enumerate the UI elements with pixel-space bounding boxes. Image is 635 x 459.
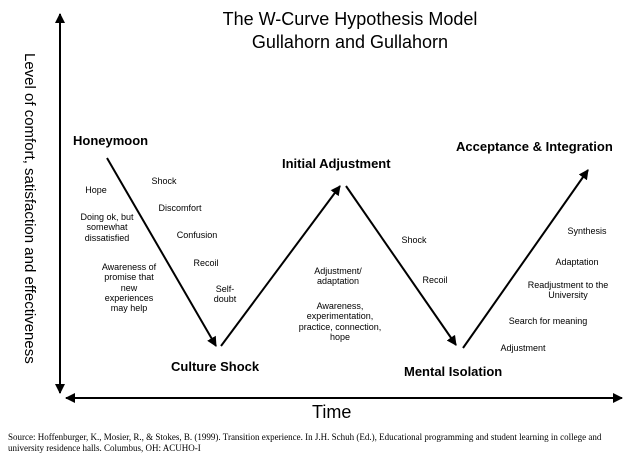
diagram-subtitle: Gullahorn and Gullahorn xyxy=(251,32,449,52)
note-recoil-2: Recoil xyxy=(422,275,448,285)
note-awareness-experimentation: Awareness, experimentation, practice, co… xyxy=(298,301,382,343)
note-recoil-1: Recoil xyxy=(193,258,219,268)
stage-mental-isolation: Mental Isolation xyxy=(404,364,503,379)
curve-mental-isolation-to-acceptance xyxy=(462,169,589,349)
note-synthesis: Synthesis xyxy=(567,226,607,236)
note-hope: Hope xyxy=(85,185,107,195)
stage-acceptance-integration: Acceptance & Integration xyxy=(456,139,613,154)
note-awareness-promise: Awareness of promise that new experience… xyxy=(101,262,157,314)
note-adaptation: Adaptation xyxy=(555,257,599,267)
note-confusion: Confusion xyxy=(176,230,218,240)
note-readjustment: Readjustment to the University xyxy=(527,280,609,301)
diagram-title: The W-Curve Hypothesis Model xyxy=(222,9,478,29)
note-doing-ok: Doing ok, but somewhat dissatisfied xyxy=(80,212,134,243)
note-shock-2: Shock xyxy=(401,235,427,245)
note-shock-1: Shock xyxy=(151,176,177,186)
curve-honeymoon-to-culture-shock xyxy=(106,157,217,347)
x-axis-label: Time xyxy=(312,402,352,422)
stage-initial-adjustment: Initial Adjustment xyxy=(282,156,391,171)
note-search-meaning: Search for meaning xyxy=(508,316,588,326)
source-citation: Source: Hoffenburger, K., Mosier, R., & … xyxy=(8,432,602,453)
y-axis-label: Level of comfort, satisfaction and effec… xyxy=(21,53,38,364)
stage-culture-shock: Culture Shock xyxy=(171,359,260,374)
curve-initial-adjustment-to-mental-isolation xyxy=(345,185,457,346)
note-adjustment-adaptation: Adjustment/ adaptation xyxy=(314,266,362,287)
note-adjustment: Adjustment xyxy=(500,343,546,353)
note-discomfort: Discomfort xyxy=(158,203,202,213)
note-self-doubt: Self- doubt xyxy=(213,284,237,305)
stage-honeymoon: Honeymoon xyxy=(73,133,149,148)
curve-culture-shock-to-initial-adjustment xyxy=(220,185,341,347)
